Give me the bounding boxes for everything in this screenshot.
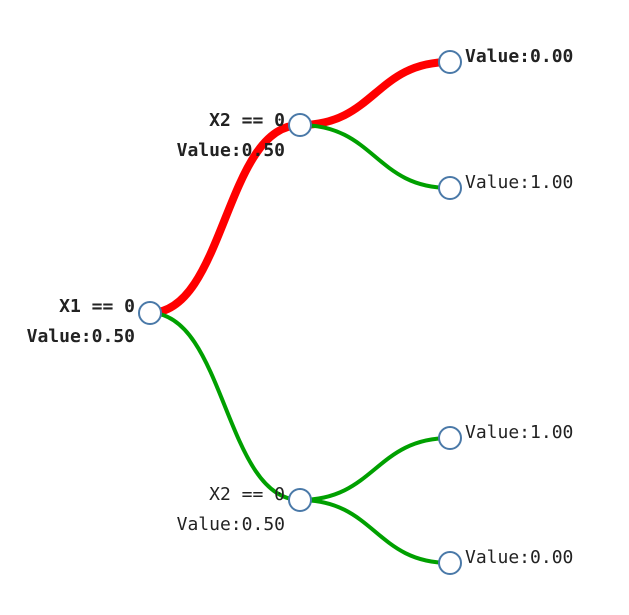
root-node — [138, 301, 162, 325]
edge-lower-x2-to-leaf-4 — [298, 498, 452, 565]
upper-x2-split-label: X2 == 0 — [209, 110, 285, 131]
leaf-node-4 — [438, 551, 462, 575]
root-split-label: X1 == 0 — [59, 296, 135, 317]
edge-root-to-lower-x2 — [148, 311, 302, 502]
upper-x2-value-label: Value:0.50 — [177, 140, 285, 161]
root-value-label: Value:0.50 — [27, 326, 135, 347]
lower-x2-node — [288, 488, 312, 512]
leaf-node-3 — [438, 426, 462, 450]
edge-root-to-upper-x2 — [146, 121, 304, 317]
lower-x2-split-label: X2 == 0 — [209, 484, 285, 505]
edge-upper-x2-to-leaf-1 — [296, 58, 454, 129]
leaf-2-value-label: Value:1.00 — [465, 172, 573, 193]
leaf-4-value-label: Value:0.00 — [465, 547, 573, 568]
edge-lower-x2-to-leaf-3 — [298, 436, 452, 502]
lower-x2-value-label: Value:0.50 — [177, 514, 285, 535]
leaf-node-2 — [438, 176, 462, 200]
leaf-3-value-label: Value:1.00 — [465, 422, 573, 443]
leaf-node-1 — [438, 50, 462, 74]
leaf-1-value-label: Value:0.00 — [465, 46, 573, 67]
upper-x2-node — [288, 113, 312, 137]
edge-upper-x2-to-leaf-2 — [298, 123, 452, 190]
